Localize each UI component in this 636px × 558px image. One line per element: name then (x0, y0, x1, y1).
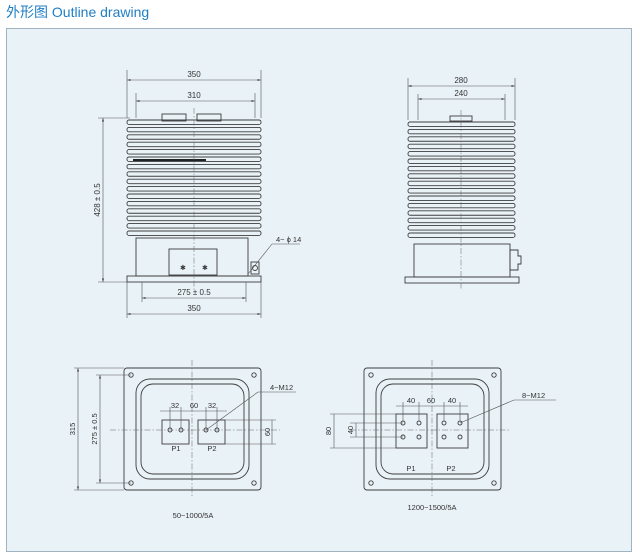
br-height-inner: 40 (346, 426, 355, 434)
bl-height-outer: 315 (68, 423, 77, 436)
front-view: 350 310 ✱ ✱ 428 ± 0.5 4− ϕ 14 (93, 70, 301, 318)
front-hole-callout: 4− ϕ 14 (276, 235, 301, 244)
br-spacing-a: 40 (407, 396, 415, 405)
drawing-frame (6, 28, 632, 552)
bl-terminal-p1: P1 (171, 444, 180, 453)
side-fin (407, 143, 516, 150)
side-fin (407, 173, 516, 179)
bottom-left-view: P1 P2 32 60 32 60 4−M12 315 275 ± 0.5 50… (68, 360, 296, 520)
front-top-width: 350 (187, 70, 201, 79)
bottom-right-view: P1 P2 40 60 40 80 40 8−M12 1200−1500/5A (324, 360, 556, 512)
bl-bolt-callout: 4−M12 (270, 383, 293, 392)
br-spacing-mid: 60 (427, 396, 435, 405)
side-fin (407, 225, 516, 231)
bl-spacing-a: 32 (171, 401, 179, 410)
side-fin (407, 217, 516, 224)
br-bolt-callout: 8−M12 (522, 391, 545, 400)
side-fin (407, 232, 516, 238)
br-caption: 1200−1500/5A (407, 503, 456, 512)
bl-terminal-p2: P2 (207, 444, 216, 453)
side-inner-width: 240 (454, 89, 468, 98)
side-top-width: 280 (454, 76, 468, 85)
br-terminal-p1: P1 (406, 464, 415, 473)
side-fin (407, 202, 516, 209)
bl-terminal-height: 60 (263, 428, 272, 436)
bl-spacing-b: 32 (208, 401, 216, 410)
side-fin (407, 188, 516, 194)
side-fin (407, 151, 516, 157)
front-height: 428 ± 0.5 (93, 183, 102, 217)
side-fin (407, 158, 516, 164)
side-fin (407, 180, 516, 187)
br-height-outer: 80 (324, 427, 333, 435)
bl-height-mount: 275 ± 0.5 (90, 413, 99, 444)
svg-text:✱: ✱ (180, 264, 186, 272)
br-spacing-b: 40 (448, 396, 456, 405)
front-fin (126, 171, 262, 177)
bl-caption: 50−1000/5A (173, 511, 214, 520)
front-base-mount: 275 ± 0.5 (177, 288, 211, 297)
br-terminal-p2: P2 (446, 464, 455, 473)
side-view: 280 240 (404, 76, 522, 290)
side-fin (407, 128, 516, 135)
side-fin (407, 165, 516, 172)
side-fin (407, 136, 516, 142)
page-title: 外形图 Outline drawing (6, 4, 150, 20)
bl-spacing-mid: 60 (190, 401, 198, 410)
side-fin (407, 121, 516, 127)
front-base-width: 350 (187, 304, 201, 313)
front-inner-width: 310 (187, 91, 201, 100)
side-fin (407, 210, 516, 216)
side-fin (407, 195, 516, 201)
svg-text:✱: ✱ (202, 264, 208, 272)
